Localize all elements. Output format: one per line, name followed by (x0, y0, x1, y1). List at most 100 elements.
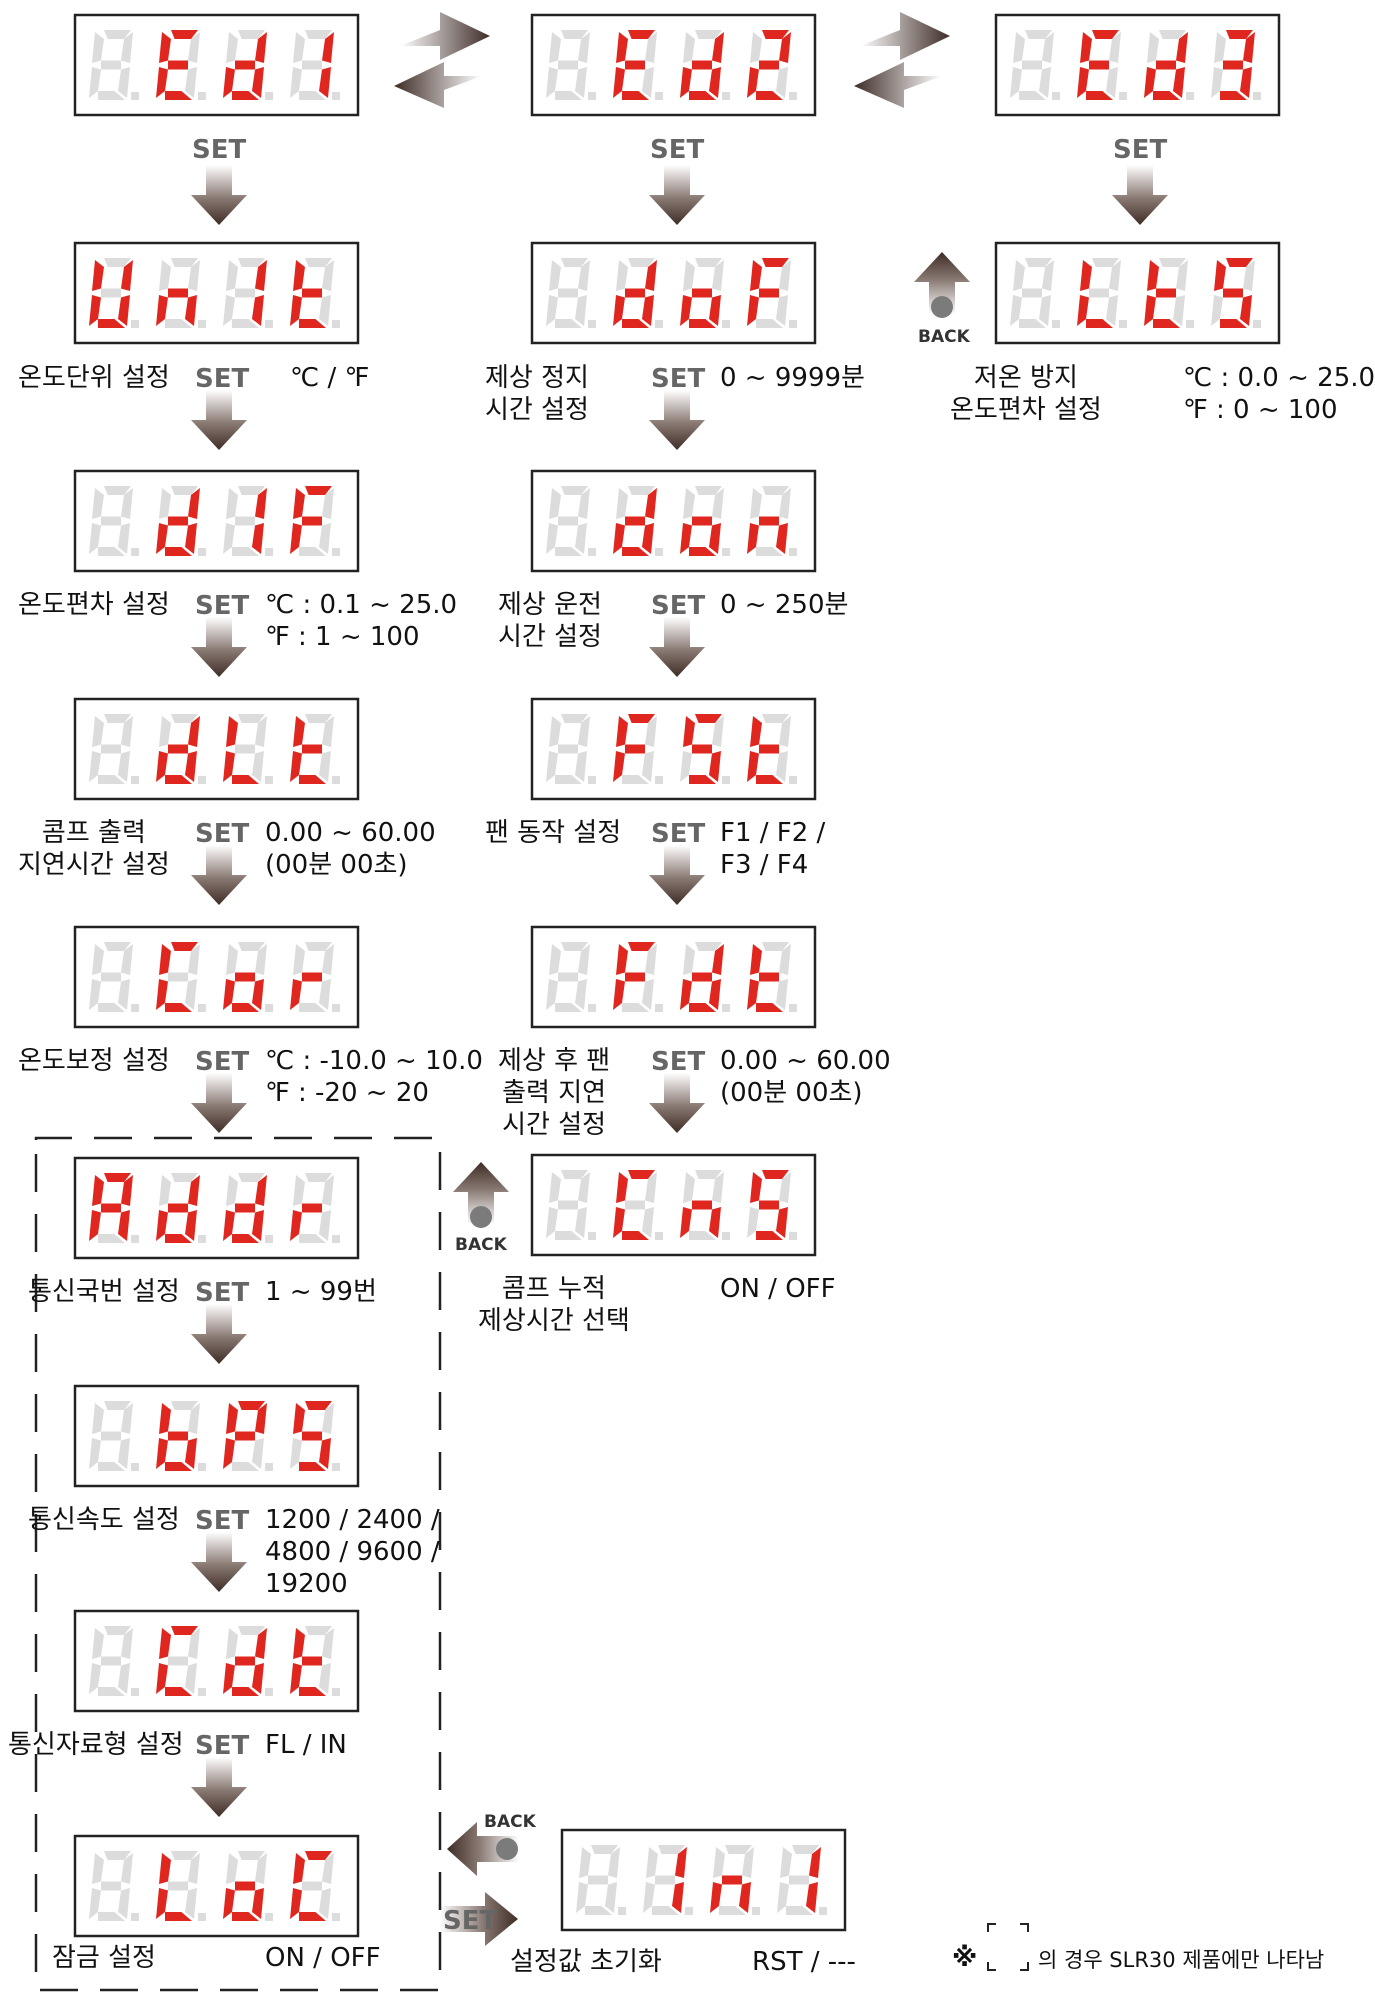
back-label: BACK (918, 327, 970, 347)
segment-g (692, 972, 712, 982)
segment-c (605, 1882, 617, 1913)
decimal-point (789, 1232, 797, 1240)
decimal-point (655, 1004, 663, 1012)
segment-b (121, 944, 133, 975)
segment-g (692, 288, 712, 298)
don-range: 0 ~ 250분 (720, 590, 849, 620)
display-bps (73, 1384, 360, 1488)
segment-e (223, 1210, 235, 1241)
segment-g (1022, 60, 1042, 70)
cor-range: ℃ : -10.0 ~ 10.0 ℉ : -20 ~ 20 (265, 1046, 483, 1108)
cdt-range: FL / IN (265, 1730, 347, 1760)
segment-c (185, 1888, 197, 1919)
segment-a (104, 1626, 131, 1635)
segment-f (616, 1172, 628, 1203)
segment-d (232, 547, 259, 556)
down-arrow (191, 1757, 247, 1817)
segment-d (299, 1687, 326, 1696)
segment-d (98, 1234, 125, 1243)
segment-e (747, 67, 759, 98)
segment-f (159, 716, 171, 747)
segment-d (1086, 319, 1113, 328)
segment-g (692, 60, 712, 70)
segment-f (549, 944, 561, 975)
decimal-point (655, 548, 663, 556)
segment-a (171, 486, 198, 495)
segment-a (171, 714, 198, 723)
back-label: BACK (455, 1235, 507, 1255)
segment-a (628, 486, 655, 495)
segment-c (642, 1207, 654, 1238)
segment-a (695, 486, 722, 495)
segment-g (302, 744, 322, 754)
segment-g (558, 744, 578, 754)
segment-a (695, 258, 722, 267)
segment-e (89, 67, 101, 98)
segment-c (642, 979, 654, 1010)
segment-f (226, 1853, 238, 1884)
segment-g (302, 1431, 322, 1441)
decimal-point (588, 776, 596, 784)
segment-d (299, 1912, 326, 1921)
segment-b (779, 1172, 791, 1203)
segment-g (692, 1200, 712, 1210)
decimal-point (265, 548, 273, 556)
segment-e (290, 1888, 302, 1919)
segment-f (1080, 260, 1092, 291)
segment-g (168, 60, 188, 70)
display-ed1 (73, 13, 360, 117)
segment-b (645, 32, 657, 63)
segment-a (238, 714, 265, 723)
decimal-point (131, 1913, 139, 1921)
slr30-dashed-region (34, 1136, 442, 1992)
back-arrow (447, 1822, 519, 1876)
segment-c (575, 523, 587, 554)
display-dlt (73, 697, 360, 801)
segment-f (750, 488, 762, 519)
display-fdt (530, 925, 817, 1029)
display-ini (560, 1828, 847, 1932)
segment-a (238, 1173, 265, 1182)
segment-e (223, 523, 235, 554)
segment-c (709, 751, 721, 782)
display-ed2 (530, 13, 817, 117)
segment-e (576, 1882, 588, 1913)
segment-g (101, 516, 121, 526)
decimal-point (131, 548, 139, 556)
segment-c (642, 751, 654, 782)
ini-name: 설정값 초기화 (510, 1947, 662, 1977)
segment-a (695, 714, 722, 723)
segment-d (555, 91, 582, 100)
set-label: SET (192, 135, 247, 165)
segment-b (645, 488, 657, 519)
decimal-point (131, 1004, 139, 1012)
segment-b (188, 1175, 200, 1206)
segment-a (1092, 258, 1119, 267)
segment-f (579, 1847, 591, 1878)
decimal-point (332, 1463, 340, 1471)
segment-c (185, 979, 197, 1010)
decimal-point (789, 776, 797, 784)
segment-c (575, 295, 587, 326)
segment-c (118, 295, 130, 326)
segment-a (171, 1173, 198, 1182)
segment-d (98, 91, 125, 100)
segment-b (578, 944, 590, 975)
segment-f (293, 1628, 305, 1659)
swap-right-arrow (400, 12, 490, 60)
segment-b (675, 1847, 687, 1878)
cns-name: 콤프 누적 제상시간 선택 (478, 1274, 630, 1336)
segment-f (159, 1628, 171, 1659)
decimal-point (131, 1688, 139, 1696)
segment-f (92, 32, 104, 63)
segment-b (578, 260, 590, 291)
segment-c (118, 523, 130, 554)
decimal-point (789, 548, 797, 556)
decimal-point (819, 1907, 827, 1915)
decimal-point (198, 548, 206, 556)
segment-d (555, 319, 582, 328)
decimal-point (588, 320, 596, 328)
segment-f (159, 944, 171, 975)
decimal-point (789, 92, 797, 100)
